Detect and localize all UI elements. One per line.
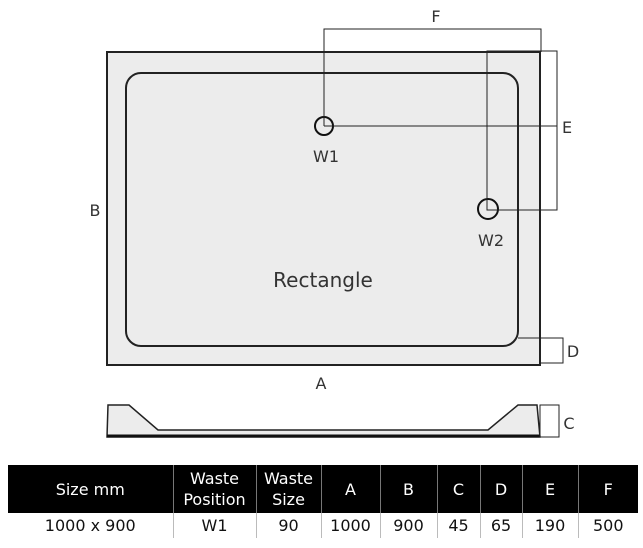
label-w1: W1 <box>313 147 339 166</box>
cell-c: 45 <box>436 513 480 538</box>
header-c: C <box>436 465 480 513</box>
header-b: B <box>379 465 437 513</box>
dimension-line-e-w2 <box>486 50 558 211</box>
dimension-line-d <box>518 337 564 364</box>
cell-a: 1000 <box>320 513 380 538</box>
tray-side-profile <box>106 404 541 438</box>
cell-b: 900 <box>379 513 437 538</box>
e-w2-overlay <box>486 198 500 211</box>
label-e: E <box>562 118 572 137</box>
label-b: B <box>90 201 101 220</box>
table-row: 1000 x 900 W1 90 1000 900 45 65 190 500 <box>8 513 638 538</box>
shower-tray-diagram: F E B A D C W1 W2 Rectangle <box>90 7 579 438</box>
label-c: C <box>563 414 574 433</box>
dimension-line-f <box>323 28 542 126</box>
dimension-box-c <box>539 404 560 438</box>
header-d: D <box>479 465 522 513</box>
cell-e: 190 <box>521 513 578 538</box>
header-f: F <box>577 465 638 513</box>
cell-waste-position: W1 <box>172 513 256 538</box>
cell-waste-size: 90 <box>255 513 321 538</box>
tray-inner-basin <box>125 72 519 347</box>
cell-d: 65 <box>479 513 522 538</box>
label-d: D <box>567 342 579 361</box>
header-size: Size mm <box>8 465 173 513</box>
header-e: E <box>521 465 578 513</box>
label-a: A <box>316 374 327 393</box>
waste-w2 <box>477 198 499 220</box>
cell-size: 1000 x 900 <box>44 516 136 535</box>
cell-f: 500 <box>577 513 638 538</box>
label-f: F <box>431 7 440 26</box>
label-shape: Rectangle <box>273 268 373 292</box>
header-a: A <box>320 465 380 513</box>
label-w2: W2 <box>478 231 504 250</box>
